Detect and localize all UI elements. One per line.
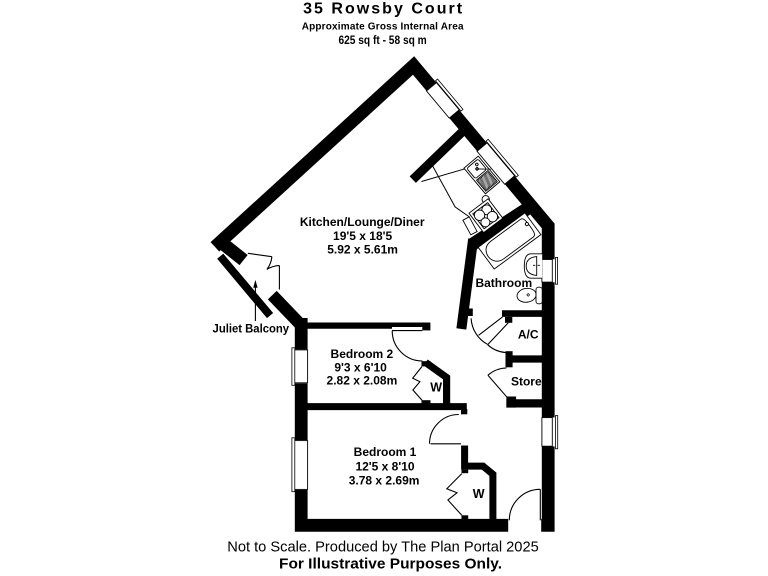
svg-text:2.82 x 2.08m: 2.82 x 2.08m [327,374,398,388]
svg-text:Juliet Balcony: Juliet Balcony [213,321,290,335]
svg-text:A/C: A/C [518,328,539,342]
svg-text:12'5 x 8'10: 12'5 x 8'10 [355,459,414,473]
svg-text:Kitchen/Lounge/Diner: Kitchen/Lounge/Diner [300,215,425,229]
svg-text:9'3 x 6'10: 9'3 x 6'10 [334,360,387,374]
svg-text:35 Rowsby Court: 35 Rowsby Court [303,0,463,17]
svg-text:19'5 x 18'5: 19'5 x 18'5 [333,229,392,243]
svg-text:3.78 x 2.69m: 3.78 x 2.69m [349,473,420,487]
svg-text:Bathroom: Bathroom [475,276,532,290]
svg-text:W: W [473,487,485,501]
svg-text:Not to Scale. Produced by The: Not to Scale. Produced by The Plan Porta… [227,539,539,556]
svg-text:For Illustrative Purposes Only: For Illustrative Purposes Only. [279,556,502,573]
svg-text:5.92 x 5.61m: 5.92 x 5.61m [327,242,398,256]
svg-text:625 sq ft - 58 sq m: 625 sq ft - 58 sq m [338,35,426,47]
svg-text:Store: Store [511,375,542,389]
svg-text:Bedroom 1: Bedroom 1 [354,445,417,459]
svg-text:Approximate Gross Internal Are: Approximate Gross Internal Area [302,22,464,33]
svg-text:W: W [430,380,442,394]
svg-text:Bedroom 2: Bedroom 2 [331,347,394,361]
